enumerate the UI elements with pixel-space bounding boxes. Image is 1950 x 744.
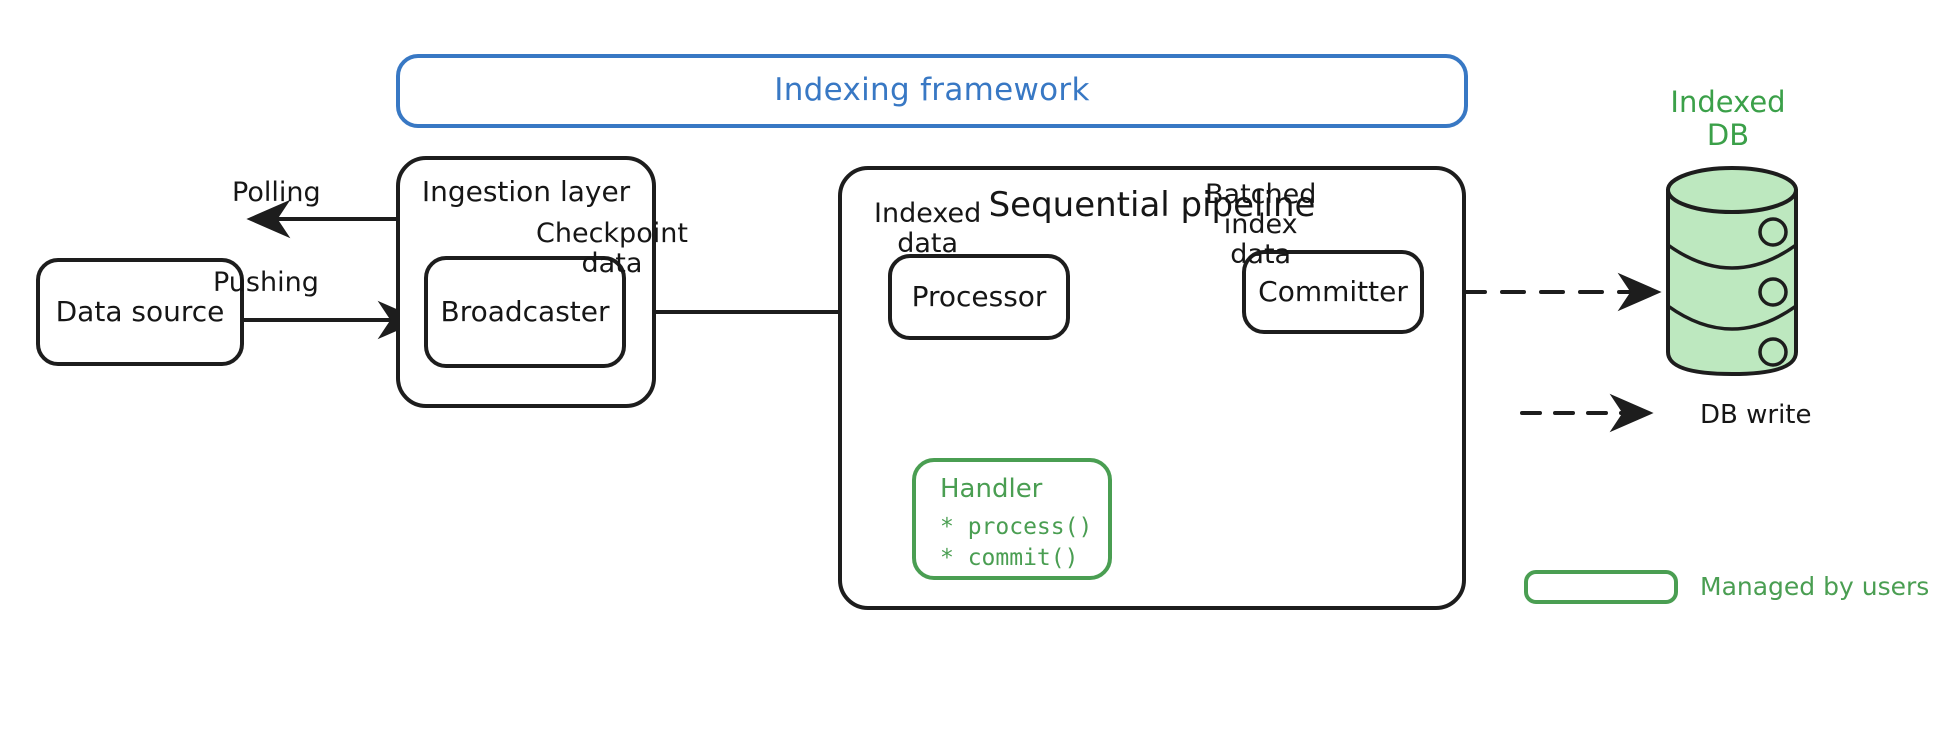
handler-method-commit: * commit() [940,545,1079,572]
edge-label-checkpoint-data: Checkpoint data [536,218,688,280]
node-processor: Processor [888,254,1070,340]
node-handler: Handler * process() * commit() [912,458,1112,580]
indexing-framework-banner: Indexing framework [396,54,1468,128]
legend-swatch-managed-by-users [1524,570,1678,604]
edge-label-batched-index-data: Batched index data [1205,179,1317,271]
sequential-pipeline-label: Sequential pipeline [988,185,1316,225]
indexing-framework-label: Indexing framework [774,72,1090,109]
node-committer: Committer [1242,250,1424,334]
ingestion-layer-label: Ingestion layer [421,175,631,208]
broadcaster-label: Broadcaster [440,294,610,328]
legend-label-db-write: DB write [1700,400,1812,430]
node-data-source: Data source [36,258,244,366]
edge-label-polling: Polling [232,177,321,208]
indexed-db-label: Indexed DB [1670,85,1786,153]
handler-title: Handler [940,474,1043,504]
processor-label: Processor [911,279,1047,313]
data-source-label: Data source [55,294,225,328]
legend-label-managed-by-users: Managed by users [1700,572,1930,601]
indexed-db-cylinder [1666,166,1798,376]
committer-label: Committer [1258,274,1408,308]
node-broadcaster: Broadcaster [424,256,626,368]
edge-label-indexed-data: Indexed data [874,198,982,260]
handler-method-process: * process() [940,514,1093,540]
edge-label-pushing: Pushing [213,267,319,298]
